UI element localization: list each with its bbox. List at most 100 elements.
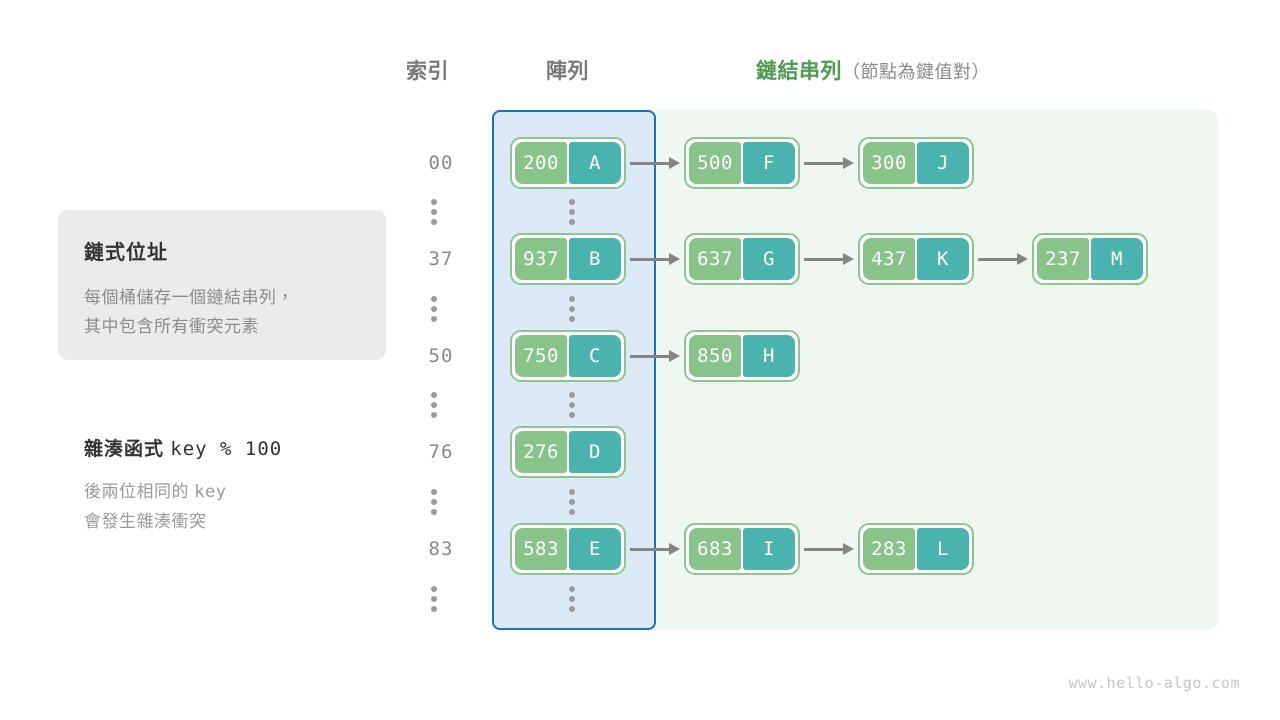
ellipsis-dot — [431, 306, 437, 312]
array-ellipsis — [568, 296, 576, 322]
ellipsis-dot — [431, 412, 437, 418]
node-value: L — [917, 528, 969, 570]
ellipsis-dot — [569, 219, 575, 225]
hash-function-title: 雜湊函式 key % 100 — [84, 434, 414, 461]
ellipsis-dot — [431, 209, 437, 215]
node-value: C — [569, 335, 621, 377]
ellipsis-dot — [569, 489, 575, 495]
node-key: 850 — [689, 335, 741, 377]
arrow-head — [843, 253, 854, 265]
node-key: 300 — [863, 142, 915, 184]
ellipsis-dot — [431, 219, 437, 225]
chain-arrow — [804, 137, 854, 189]
ellipsis-dot — [569, 209, 575, 215]
chain-arrow — [630, 330, 680, 382]
chain-arrow — [630, 233, 680, 285]
node-key: 637 — [689, 238, 741, 280]
ellipsis-dot — [569, 296, 575, 302]
node-value: E — [569, 528, 621, 570]
node-key: 583 — [515, 528, 567, 570]
node-value: J — [917, 142, 969, 184]
column-header-linked-list-main: 鏈結串列 — [756, 60, 842, 83]
footer-watermark: www.hello-algo.com — [1068, 674, 1240, 692]
chain-arrow — [804, 233, 854, 285]
arrow-head — [843, 157, 854, 169]
arrow-head — [1017, 253, 1028, 265]
array-ellipsis — [568, 199, 576, 225]
column-header-linked-list: 鏈結串列（節點為鍵值對） — [756, 55, 990, 85]
arrow-head — [669, 543, 680, 555]
hash-function-block: 雜湊函式 key % 100 後兩位相同的 key 會發生雜湊衝突 — [84, 434, 414, 537]
ellipsis-dot — [431, 509, 437, 515]
array-ellipsis — [568, 392, 576, 418]
node-value: A — [569, 142, 621, 184]
node-key: 937 — [515, 238, 567, 280]
index-ellipsis — [430, 199, 438, 225]
arrow-shaft — [804, 547, 843, 551]
node-key: 200 — [515, 142, 567, 184]
arrow-shaft — [630, 354, 669, 358]
node-value: M — [1091, 238, 1143, 280]
arrow-shaft — [630, 257, 669, 261]
info-card: 鏈式位址 每個桶儲存一個鏈結串列， 其中包含所有衝突元素 — [58, 210, 386, 360]
column-header-array: 陣列 — [546, 60, 589, 83]
column-header-index: 索引 — [406, 60, 449, 83]
row-index-label: 37 — [428, 248, 454, 270]
ellipsis-dot — [569, 199, 575, 205]
index-ellipsis — [430, 296, 438, 322]
ellipsis-dot — [431, 499, 437, 505]
hash-note-text-1: 後兩位相同的 — [84, 482, 189, 501]
ellipsis-dot — [569, 499, 575, 505]
node-key: 437 — [863, 238, 915, 280]
array-ellipsis — [568, 489, 576, 515]
node-value: G — [743, 238, 795, 280]
hash-function-expression: key % 100 — [170, 438, 283, 460]
index-ellipsis — [430, 489, 438, 515]
index-ellipsis — [430, 392, 438, 418]
node-key: 237 — [1037, 238, 1089, 280]
arrow-shaft — [978, 257, 1017, 261]
chain-arrow — [804, 523, 854, 575]
chain-arrow — [630, 523, 680, 575]
node-value: F — [743, 142, 795, 184]
ellipsis-dot — [569, 392, 575, 398]
array-ellipsis — [568, 586, 576, 612]
ellipsis-dot — [569, 586, 575, 592]
column-header-linked-list-sub: （節點為鍵值對） — [842, 62, 990, 82]
ellipsis-dot — [569, 402, 575, 408]
node-value: K — [917, 238, 969, 280]
ellipsis-dot — [431, 392, 437, 398]
ellipsis-dot — [569, 316, 575, 322]
hash-note-line-2: 會發生雜湊衝突 — [84, 512, 207, 531]
arrow-shaft — [804, 257, 843, 261]
row-index-label: 50 — [428, 345, 454, 367]
ellipsis-dot — [431, 606, 437, 612]
arrow-head — [669, 253, 680, 265]
arrow-shaft — [630, 547, 669, 551]
ellipsis-dot — [569, 509, 575, 515]
node-value: H — [743, 335, 795, 377]
row-index-label: 83 — [428, 538, 454, 560]
ellipsis-dot — [569, 412, 575, 418]
node-value: D — [569, 431, 621, 473]
node-key: 276 — [515, 431, 567, 473]
chain-arrow — [978, 233, 1028, 285]
hash-note-code: key — [194, 482, 227, 502]
index-ellipsis — [430, 586, 438, 612]
row-index-label: 00 — [428, 152, 454, 174]
ellipsis-dot — [431, 596, 437, 602]
chain-arrow — [630, 137, 680, 189]
arrow-head — [669, 157, 680, 169]
node-value: I — [743, 528, 795, 570]
